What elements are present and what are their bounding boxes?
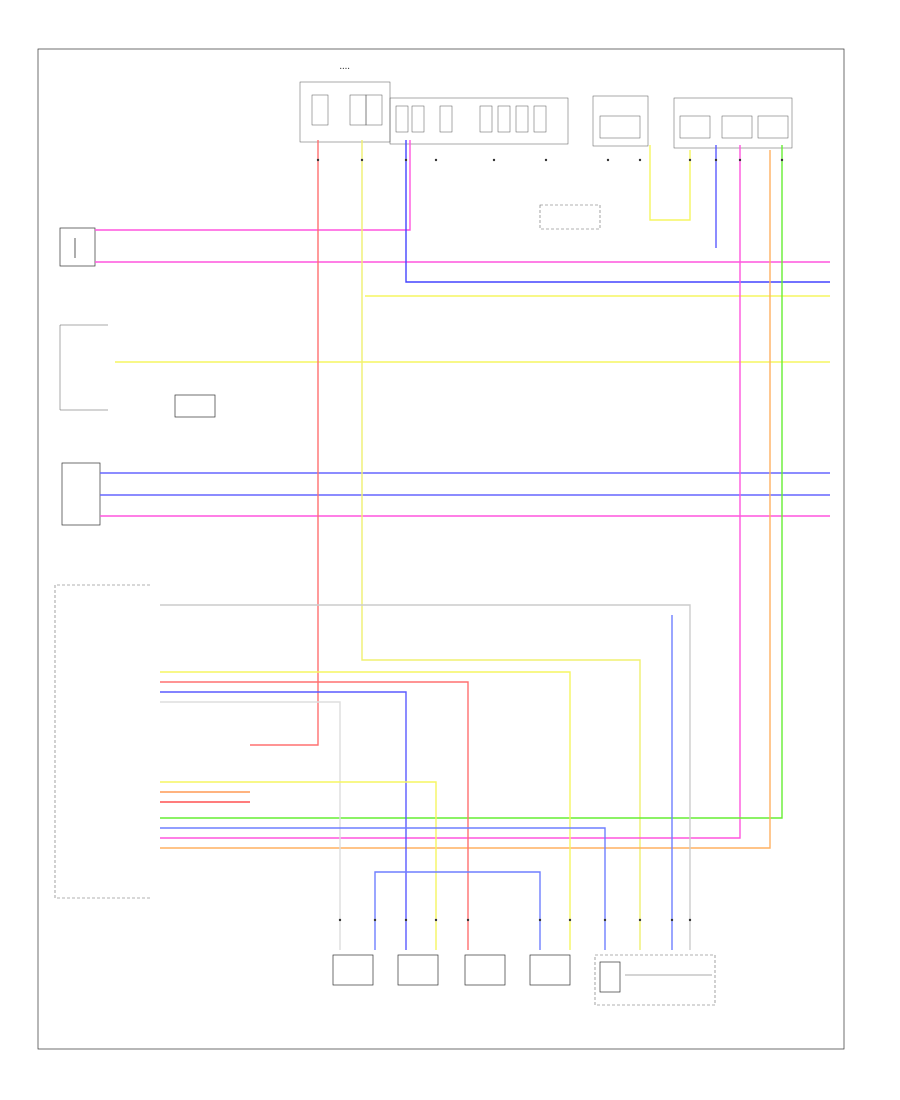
diagram-frame — [37, 48, 845, 1050]
wire-gray-1 — [160, 604, 691, 950]
right-front-module — [673, 97, 793, 149]
temp-sensor-3 — [464, 954, 506, 986]
wire-yellow-right — [649, 145, 691, 221]
temp-sensor-4 — [529, 954, 571, 986]
temp-sensor-1 — [332, 954, 374, 986]
wire-red-vertical — [250, 140, 319, 746]
connector-dots — [316, 158, 784, 922]
wire-blue-bottom-link — [374, 871, 541, 950]
wire-blue-sensor-link — [160, 827, 606, 950]
svg-text:• • • •: • • • • — [340, 66, 350, 71]
wire-green-right — [160, 145, 783, 819]
wire-yellow-vertical — [361, 140, 641, 950]
left-front-module — [592, 95, 649, 147]
blend-door-actuator — [61, 462, 101, 526]
relay-box-top — [539, 204, 601, 230]
wire-pink-1 — [95, 140, 411, 231]
temp-sensor-5 — [594, 954, 716, 1006]
wire-yellow-sensor-2 — [160, 781, 437, 950]
wire-red-module — [160, 681, 469, 950]
switch-block — [59, 324, 216, 418]
temp-sensor-2 — [397, 954, 439, 986]
wire-blue-top — [405, 140, 830, 283]
blower-motor — [59, 227, 96, 267]
wire-gray-module — [160, 701, 341, 950]
wire-pink-right — [160, 145, 741, 839]
hvac-control-module — [54, 584, 150, 899]
wire-yellow-module — [160, 671, 571, 950]
wire-blue-module — [160, 691, 407, 950]
wire-orange-bottom — [160, 150, 771, 849]
fuse-box-top: • • • • — [299, 66, 391, 143]
body-control-module — [389, 97, 569, 145]
